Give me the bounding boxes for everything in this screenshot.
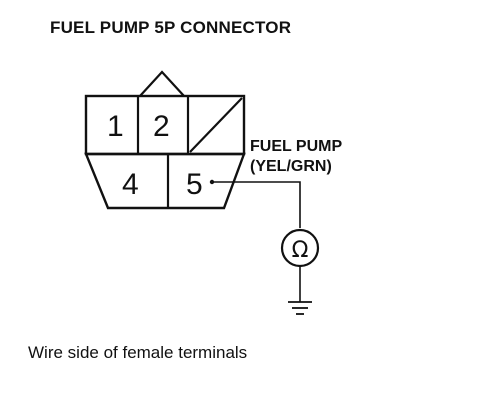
connector-key-tab [139,70,185,97]
terminal-5-label: 5 [186,168,203,201]
wire-label-color: (YEL/GRN) [250,158,332,175]
terminal-4-label: 4 [122,168,139,201]
connector-lower-row [84,152,246,210]
terminal-1-label: 1 [107,110,124,143]
diagram-title: FUEL PUMP 5P CONNECTOR [50,18,292,37]
ohm-symbol: Ω [292,238,309,263]
ground-icon [288,301,312,315]
diagram-caption: Wire side of female terminals [28,343,248,362]
probe-contact-dot [209,179,215,185]
probe-lead-wire [212,181,301,228]
wire-label-name: FUEL PUMP [250,138,343,155]
empty-cavity-slash [189,97,243,153]
terminal-2-label: 2 [153,110,170,143]
